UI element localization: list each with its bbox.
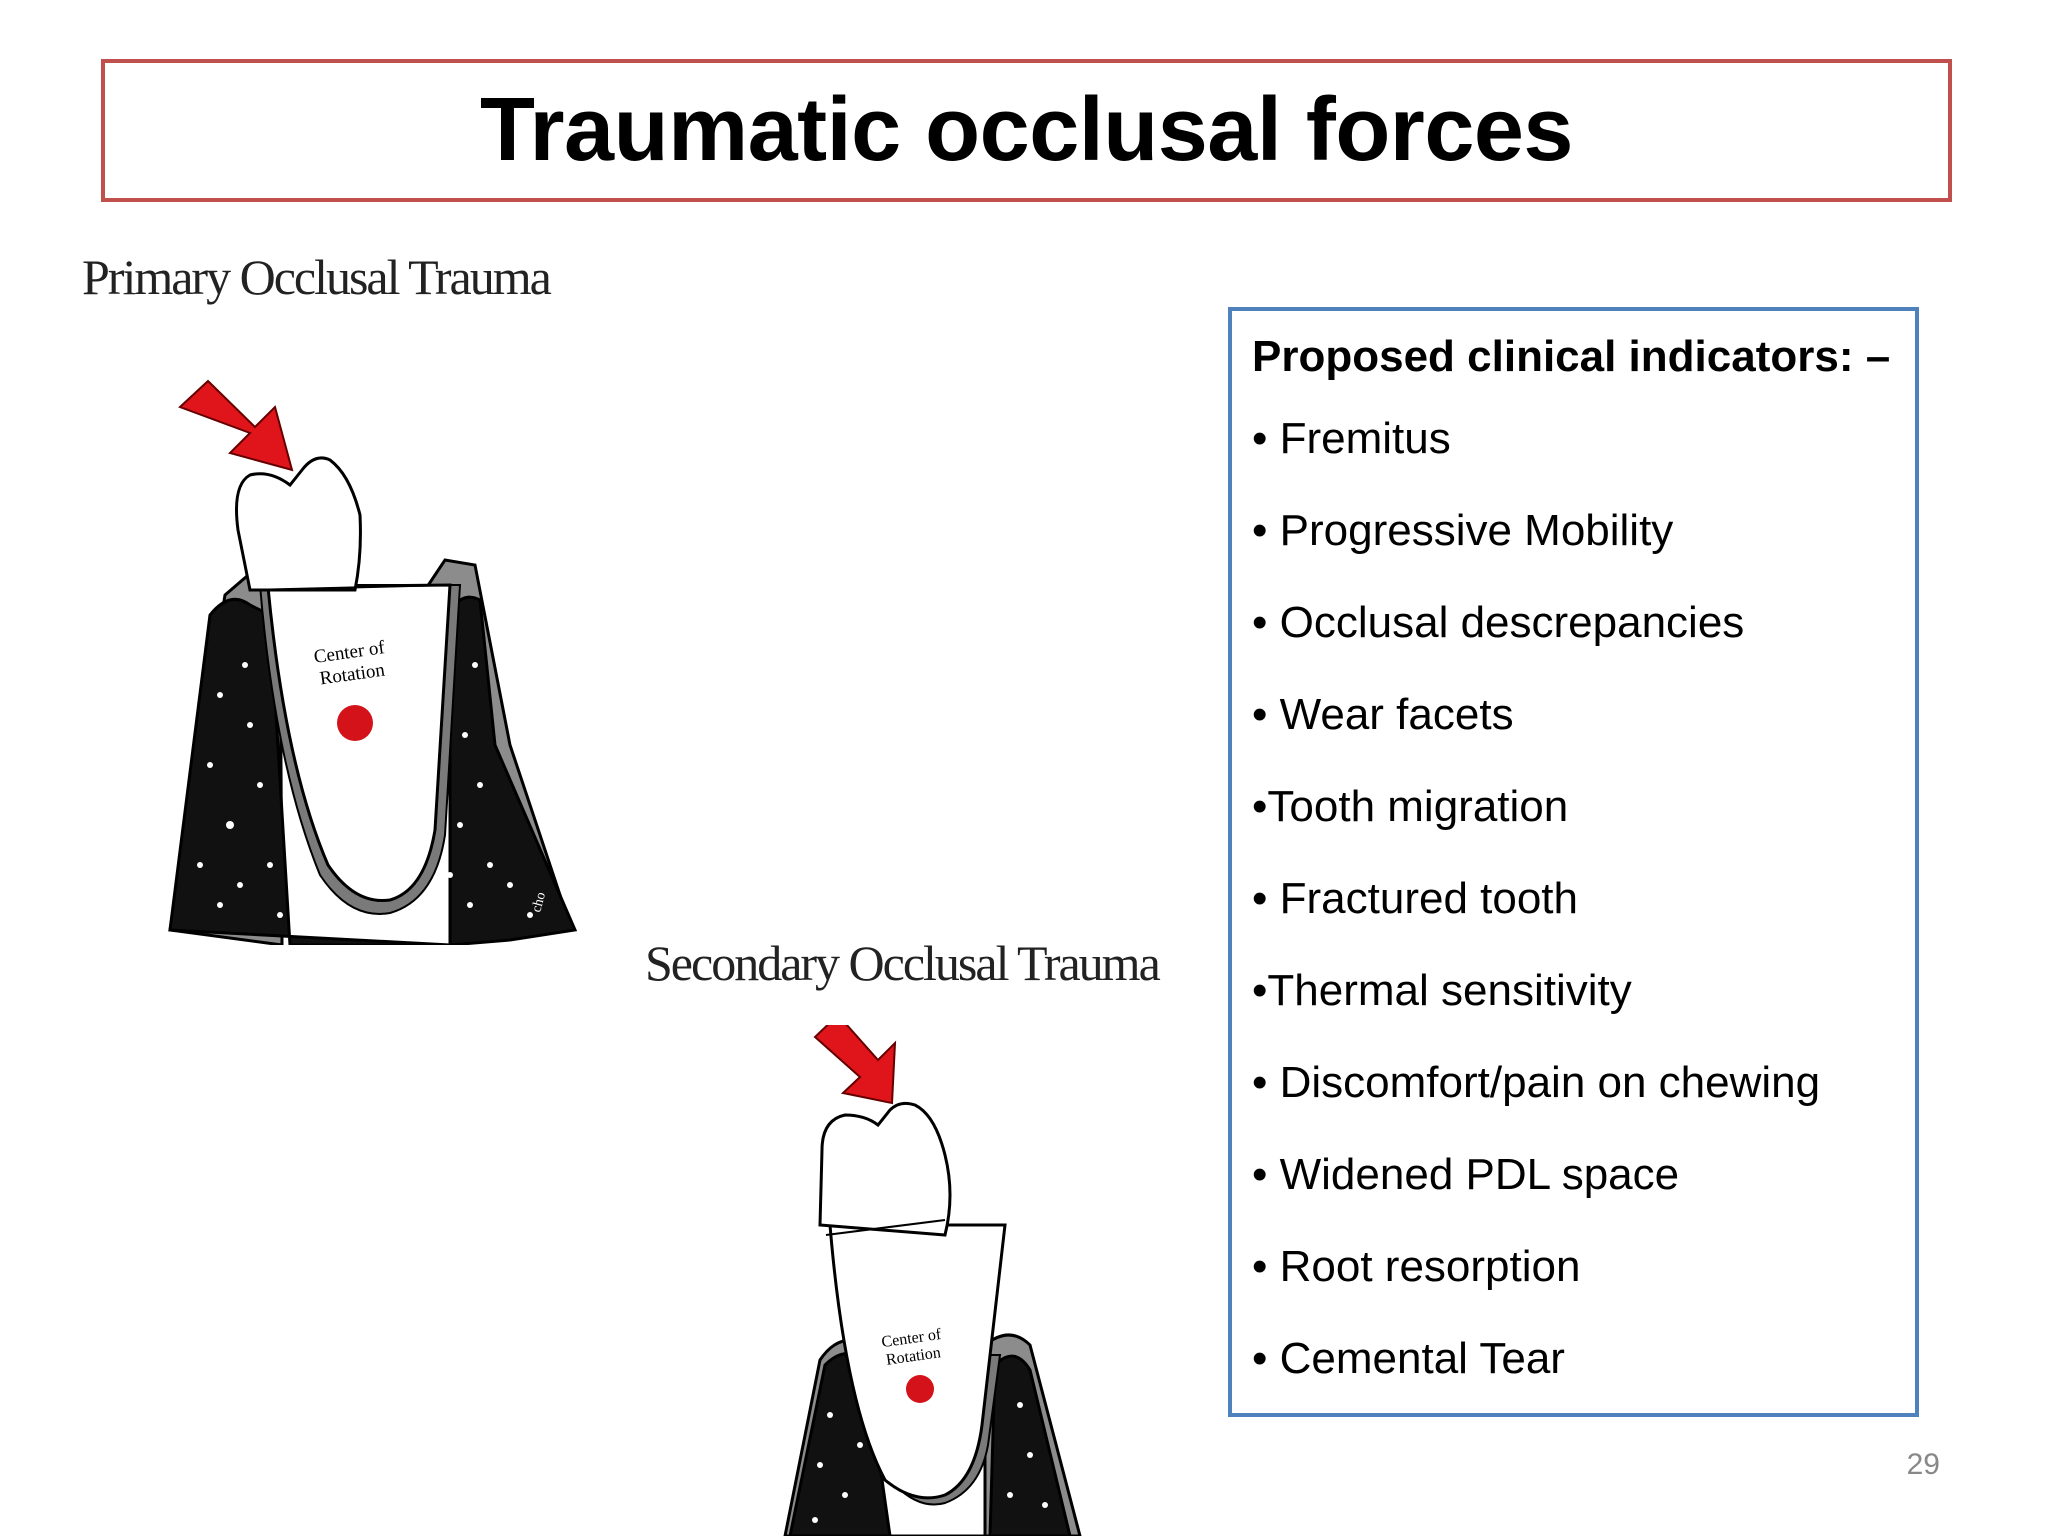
force-arrow-2 bbox=[813, 1025, 897, 1105]
primary-center-dot bbox=[337, 705, 373, 741]
indicators-heading: Proposed clinical indicators: – bbox=[1252, 332, 1891, 381]
slide-title: Traumatic occlusal forces bbox=[480, 80, 1574, 180]
clinical-indicators-box: Proposed clinical indicators: – • Fremit… bbox=[1228, 307, 1919, 1417]
force-arrow bbox=[178, 379, 294, 472]
list-item: • Discomfort/pain on chewing bbox=[1252, 1058, 1821, 1107]
tooth-root-2 bbox=[828, 1223, 1007, 1500]
list-item: • Fractured tooth bbox=[1252, 874, 1579, 923]
list-item: • Cemental Tear bbox=[1252, 1334, 1565, 1383]
primary-signature: cho bbox=[529, 891, 549, 914]
page-number: 29 bbox=[1906, 1448, 1940, 1481]
tooth-root bbox=[266, 583, 452, 903]
bone-speckles bbox=[197, 662, 533, 933]
list-item: • Root resorption bbox=[1252, 1242, 1581, 1291]
indicators-list: • Fremitus • Progressive Mobility • Occl… bbox=[1252, 413, 1915, 1425]
primary-trauma-caption: Primary Occlusal Trauma bbox=[82, 249, 552, 305]
tooth-crown-2 bbox=[818, 1101, 952, 1237]
secondary-trauma-caption: Secondary Occlusal Trauma bbox=[645, 935, 1161, 991]
secondary-trauma-illustration: Center of Rotation bbox=[783, 1025, 1082, 1536]
bone-speckles-2 bbox=[812, 1402, 1048, 1523]
list-item: • Widened PDL space bbox=[1252, 1150, 1680, 1199]
primary-trauma-illustration: Center of Rotation cho bbox=[168, 379, 578, 945]
list-item: • Fremitus bbox=[1252, 414, 1451, 463]
list-item: • Occlusal descrepancies bbox=[1252, 598, 1745, 647]
title-box: Traumatic occlusal forces bbox=[101, 59, 1952, 202]
secondary-center-dot bbox=[906, 1375, 934, 1403]
list-item: • Wear facets bbox=[1252, 690, 1514, 739]
tooth-crown bbox=[235, 456, 362, 592]
list-item: • Progressive Mobility bbox=[1252, 506, 1674, 555]
list-item: •Tooth migration bbox=[1252, 782, 1569, 831]
list-item: •Thermal sensitivity bbox=[1252, 966, 1632, 1015]
